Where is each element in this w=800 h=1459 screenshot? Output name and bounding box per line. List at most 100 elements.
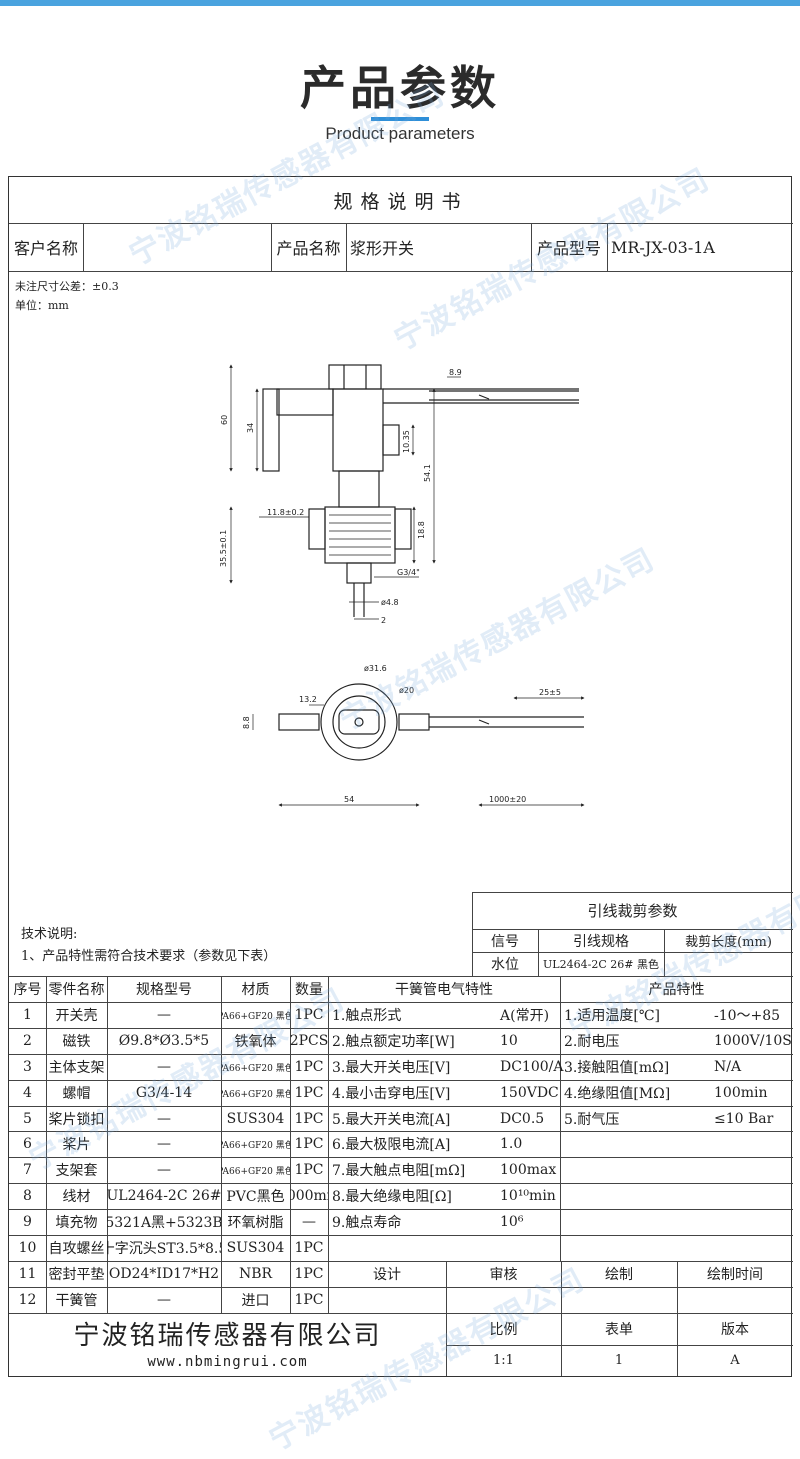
company-name: 宁波铭瑞传感器有限公司 [73,1320,382,1351]
parts-cell: 自攻螺丝 [48,1241,105,1257]
parts-cell: 1000mm [290,1188,328,1204]
electrical-value: 10¹⁰min [500,1188,556,1204]
parts-cell: 11 [18,1266,37,1282]
table-header: 产品特性 [648,981,705,998]
product-value: 100min [714,1085,768,1101]
electrical-item: 8.最大绝缘电阻[Ω] [332,1189,452,1205]
parts-cell: — [157,1111,171,1127]
parts-cell: — [157,1162,171,1178]
unit-note: 单位：mm [15,299,69,312]
dim-label: 11.8±0.2 [267,508,304,517]
dim-label: 2 [381,616,386,625]
product-value: -10～+85 [714,1008,781,1024]
parts-cell: 1PC [294,1136,324,1152]
parts-cell: 十字沉头ST3.5*8.5 [107,1241,221,1257]
electrical-item: 9.触点寿命 [332,1215,402,1231]
parts-cell: 进口 [241,1293,270,1309]
parts-cell: NBR [238,1266,273,1282]
electrical-item: 4.最小击穿电压[V] [332,1086,451,1102]
table-header: 序号 [13,981,42,998]
parts-cell: 2 [23,1033,32,1049]
page-subtitle: Product parameters [325,124,475,143]
table-header: 材质 [241,981,270,998]
parts-cell: 环氧树脂 [227,1215,284,1231]
product-value: 1000V/10S [714,1033,792,1049]
scale-label: 比例 [489,1322,518,1338]
electrical-item: 2.触点额定功率[W] [332,1034,455,1050]
electrical-item: 7.最大触点电阻[mΩ] [332,1163,466,1179]
dim-label: 54 [344,795,354,804]
parts-cell: 1 [23,1007,32,1023]
parts-cell: — [302,1214,316,1230]
parts-cell: UL2464-2C 26# [107,1188,221,1204]
parts-cell: G3/4-14 [135,1085,193,1101]
customer-name-label: 客户名称 [13,239,78,258]
electrical-value: 10⁶ [500,1214,524,1230]
dim-label: ø4.8 [381,598,399,607]
parts-cell: 1PC [294,1007,324,1023]
parts-cell: PVC黑色 [226,1189,285,1205]
product-name-value: 浆形开关 [350,239,415,258]
parts-cell: 填充物 [55,1215,98,1231]
dim-label: 25±5 [539,688,561,697]
parts-cell: PA66+GF20 黑色 [221,1089,290,1100]
version-value: A [730,1353,740,1368]
parts-cell: 3 [23,1059,32,1075]
electrical-value: DC0.5 [500,1111,545,1127]
product-item: 1.适用温度[℃] [564,1008,660,1024]
electrical-value: 100max [500,1162,557,1178]
electrical-item: 3.最大开关电压[V] [332,1060,451,1076]
parts-cell: PA66+GF20 黑色 [221,1140,290,1151]
electrical-value: 1.0 [500,1136,523,1152]
parts-cell: — [157,1292,171,1308]
cut-row-signal: 水位 [491,957,519,973]
product-model-label: 产品型号 [536,239,601,258]
parts-cell: 支架套 [55,1163,98,1179]
table-header: 零件名称 [48,981,105,998]
parts-cell: 桨片 [62,1137,91,1153]
product-item: 3.接触阻值[mΩ] [564,1060,670,1076]
parts-cell: 开关壳 [55,1008,98,1024]
top-accent-bar [0,0,800,6]
parts-cell: — [157,1136,171,1152]
parts-cell: 2PCS [290,1033,328,1049]
parts-cell: 6 [23,1136,32,1152]
dim-label: 35.5±0.1 [219,530,228,567]
cut-row-wire: UL2464-2C 26# 黑色 [543,958,659,971]
spec-sheet: 规格说明书 客户名称 产品名称 浆形开关 产品型号 MR-JX-03-1A 未注… [8,176,793,1377]
title-underline [371,117,429,121]
cut-header-length: 裁剪长度(mm) [685,935,772,950]
product-item: 2.耐电压 [564,1034,620,1050]
front-view [262,364,579,617]
parts-cell: PA66+GF20 黑色 [221,1063,290,1074]
sheet-title: 规格说明书 [333,190,469,213]
dim-label: ø31.6 [364,664,387,673]
parts-cell: 磁铁 [62,1034,91,1050]
parts-cell: — [157,1059,171,1075]
parts-cell: 8 [23,1188,32,1204]
dim-label: 54.1 [423,464,432,482]
sheet-value: 1 [614,1353,624,1368]
dim-label: 60 [220,415,229,425]
parts-cell: 干簧管 [55,1293,98,1309]
parts-cell: 密封平垫 [48,1267,105,1283]
tolerance-note: 未注尺寸公差：±0.3 [15,280,119,293]
product-item: 4.绝缘阻值[MΩ] [564,1086,671,1102]
review-label: 审核 [489,1267,518,1283]
top-view [278,683,584,761]
parts-cell: SUS304 [226,1111,285,1127]
company-website: www.nbmingrui.com [147,1354,308,1370]
dim-label: G3/4" [397,568,420,577]
dim-label: 10.35 [402,430,411,453]
parts-cell: 线材 [62,1189,91,1205]
product-item: 5.耐气压 [564,1112,620,1128]
tech-notes-line: 1、产品特性需符合技术要求（参数见下表） [21,949,277,964]
parts-cell: 桨片锁扣 [48,1112,105,1128]
parts-cell: 1PC [294,1266,324,1282]
electrical-value: DC100/AC100 [500,1059,564,1075]
electrical-item: 6.最大极限电流[A] [332,1137,451,1153]
cut-params-title: 引线裁剪参数 [587,902,678,920]
cut-header-wire: 引线规格 [573,933,629,950]
draw-label: 绘制 [605,1267,633,1283]
